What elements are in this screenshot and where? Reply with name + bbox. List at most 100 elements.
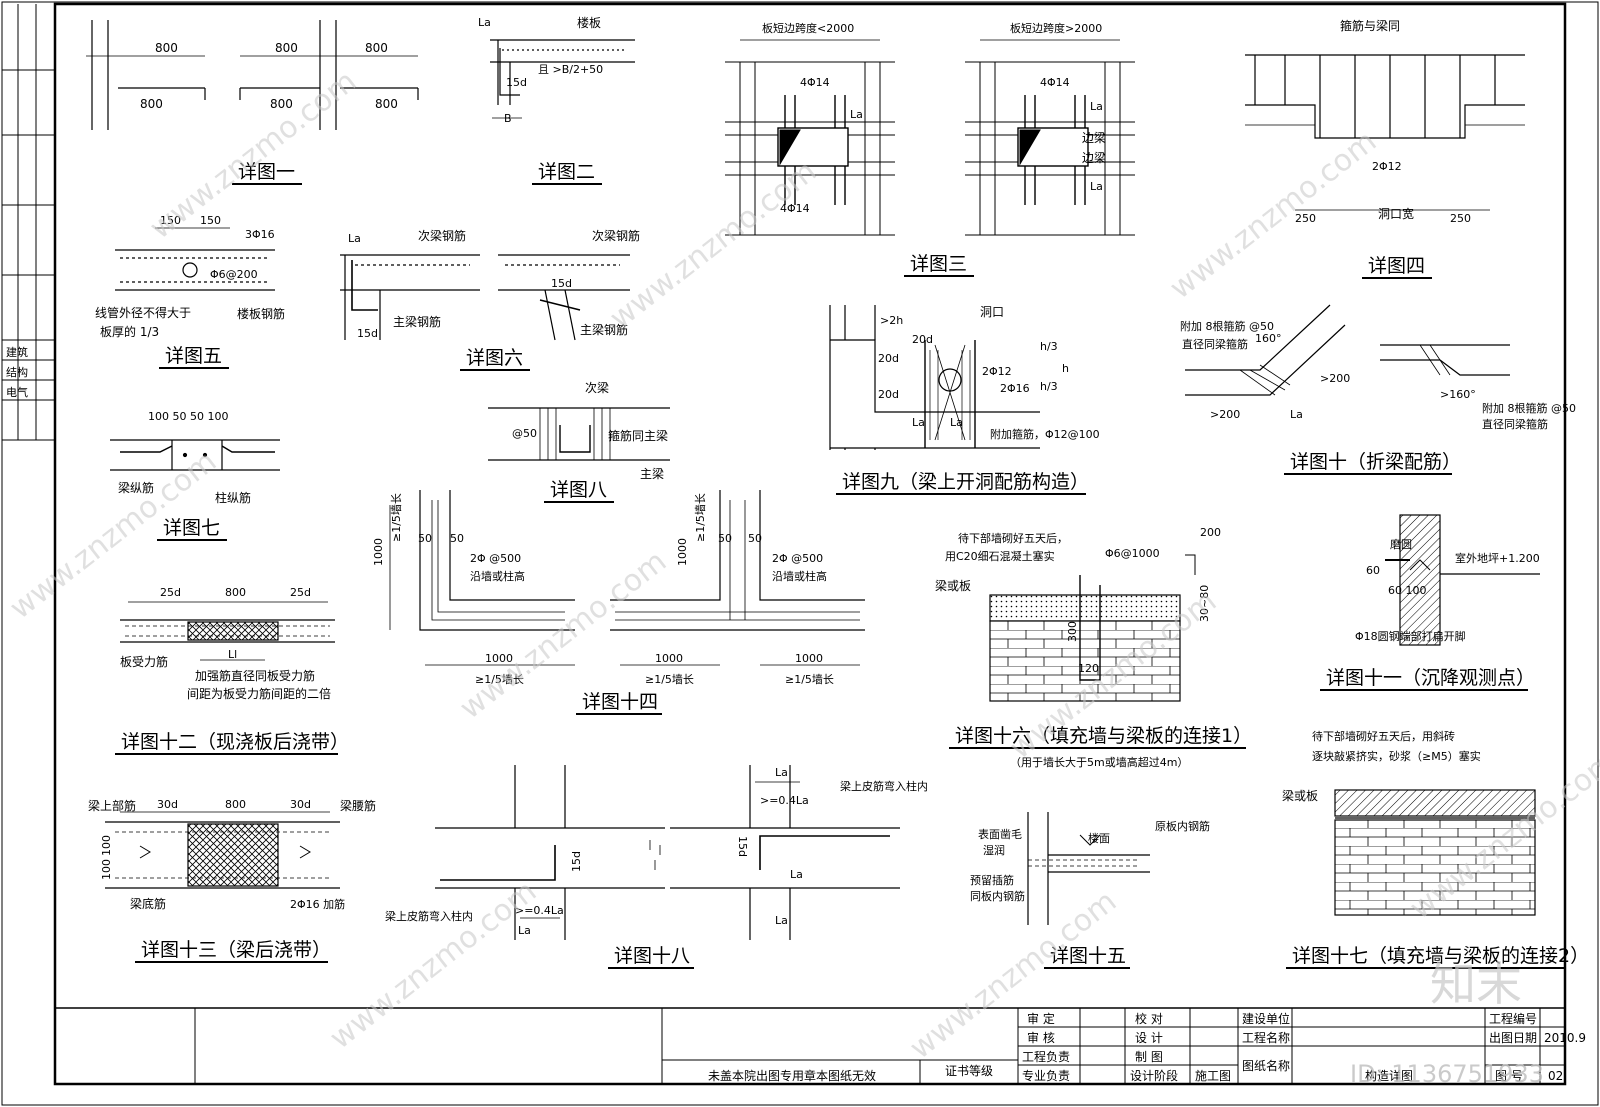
d10-160b: >160° (1440, 388, 1476, 401)
d1-dim-1: 800 (155, 41, 178, 55)
d17-slab: 梁或板 (1282, 788, 1318, 803)
d1-dim-3: 800 (275, 41, 298, 55)
detail-2-title: 详图二 (538, 161, 595, 183)
d14-1000d: 1000 (655, 652, 683, 665)
tb-c3-2: 图纸名称 (1242, 1058, 1290, 1073)
d12-note-1: 加强筋直径同板受力筋 (195, 668, 315, 683)
d17-note-1: 待下部墙砌好五天后，用斜砖 (1312, 729, 1455, 743)
tb-c2-0: 校 对 (1135, 1011, 1163, 1026)
d8-main: 主梁 (640, 466, 664, 481)
d10-same-2: 直径同梁箍筋 (1482, 417, 1548, 431)
d15-pre-2: 同板内钢筋 (970, 889, 1025, 903)
detail-5-drawing (115, 227, 275, 291)
d17-note-2: 逐块敲紧挤实，砂浆（≥M5）塞实 (1312, 749, 1481, 763)
detail-4-title: 详图四 (1368, 255, 1425, 277)
detail-9-title: 详图九（梁上开洞配筋构造） (842, 471, 1089, 493)
d9-20d-1: 20d (912, 333, 933, 346)
detail-10-title: 详图十（折梁配筋） (1290, 451, 1461, 473)
detail-7-drawing (110, 439, 280, 471)
detail-5-title: 详图五 (165, 345, 222, 367)
d1-dim-5: 800 (270, 97, 293, 111)
d14-50c: 50 (718, 532, 732, 545)
d9-h: h (1062, 362, 1069, 375)
d15-orig: 原板内钢筋 (1155, 819, 1210, 833)
d9-20d-3: 20d (878, 388, 899, 401)
d16-120: 120 (1078, 662, 1099, 675)
d14-50b: 50 (450, 532, 464, 545)
d1-dim-2: 800 (140, 97, 163, 111)
d13-top: 梁上部筋 (88, 798, 136, 813)
d5-3phi16: 3Φ16 (245, 228, 275, 241)
d6-main-1: 主梁钢筋 (393, 314, 441, 329)
tb-c4-1: 出图日期 (1489, 1031, 1537, 1045)
d16-3080: 30~80 (1198, 585, 1211, 622)
d18-top-2: 梁上皮筋弯入柱内 (385, 909, 473, 923)
watermark-url-8: www.znzmo.com (903, 884, 1123, 1066)
d11-grind: 磨圆 (1390, 538, 1412, 551)
d9-20d-2: 20d (878, 352, 899, 365)
d16-note-1: 待下部墙砌好五天后， (958, 531, 1068, 545)
detail-15-drawing (1027, 812, 1150, 925)
d16-200: 200 (1200, 526, 1221, 539)
tb-c2-1: 设 计 (1135, 1031, 1163, 1045)
d14-along-2: 沿墙或柱高 (772, 569, 827, 583)
detail-4-drawing (1245, 54, 1525, 211)
d1-dim-6: 800 (375, 97, 398, 111)
d4-250a: 250 (1295, 212, 1316, 225)
detail-6-title: 详图六 (466, 347, 523, 369)
d18-top-1: 梁上皮筋弯入柱内 (840, 779, 928, 793)
d3-edge-2: 边梁 (1082, 150, 1106, 165)
d10-same-1: 直径同梁箍筋 (1182, 337, 1248, 351)
detail-8-drawing (488, 407, 670, 461)
d15-rough-1: 表面凿毛 (978, 827, 1022, 841)
d13-100b: 100 (100, 859, 113, 880)
d1-dim-4: 800 (365, 41, 388, 55)
d6-sec-2: 次梁钢筋 (592, 228, 640, 243)
d14-1000a: 1000 (372, 538, 385, 566)
d3-bar-2: 4Φ14 (780, 202, 810, 215)
d18-15d-2: 15d (570, 851, 583, 872)
detail-11-title: 详图十一（沉降观测点） (1326, 667, 1535, 689)
d5-150a: 150 (160, 214, 181, 227)
detail-2-drawing (490, 39, 635, 119)
d3-la-1: La (850, 108, 863, 121)
d10-200a: >200 (1210, 408, 1240, 421)
d10-160a: 160° (1255, 332, 1282, 345)
tb-c1-0: 审 定 (1027, 1011, 1055, 1026)
d9-h3-a: h/3 (1040, 340, 1058, 353)
tb-c4-0: 工程编号 (1489, 1011, 1537, 1026)
d3-edge-1: 边梁 (1082, 130, 1106, 145)
d15-pre-1: 预留插筋 (970, 873, 1014, 887)
detail-18-title: 详图十八 (614, 945, 690, 967)
d5-slabbar: 楼板钢筋 (237, 306, 285, 321)
tb-c1-2: 工程负责 (1022, 1049, 1070, 1064)
tb-c4-2: 图 号 (1495, 1069, 1523, 1083)
d4-stirrup: 箍筋与梁同 (1340, 18, 1400, 33)
detail-14-drawing (389, 490, 865, 666)
d18-la-3: La (518, 924, 531, 937)
detail-13-drawing (105, 811, 340, 889)
d9-open: 洞口 (980, 305, 1004, 319)
tb-date: 2010.9 (1544, 1031, 1586, 1045)
strip-2: 结构 (6, 365, 28, 379)
detail-1-drawing (86, 20, 419, 130)
d6-15d-2: 15d (551, 277, 572, 290)
d15-floor: 楼面 (1088, 831, 1110, 845)
d3-span-2: 板短边跨度>2000 (1010, 21, 1102, 35)
detail-11-drawing (1385, 514, 1540, 646)
d18-la-1: La (775, 766, 788, 779)
d12-25d-a: 25d (160, 586, 181, 599)
tb-c3-1: 工程名称 (1242, 1030, 1290, 1045)
d18-04b: >=0.4La (515, 904, 564, 917)
d8-50: @50 (512, 427, 537, 440)
watermark-url-2: www.znzmo.com (603, 154, 823, 336)
d6-15d-1: 15d (357, 327, 378, 340)
watermark-url-3: www.znzmo.com (1163, 124, 1383, 306)
detail-12-drawing (120, 601, 335, 661)
d10-add-1: 附加 8根箍筋 @50 (1180, 319, 1274, 333)
d3-span-1: 板短边跨度<2000 (762, 21, 854, 35)
d8-stir: 箍筋同主梁 (608, 428, 668, 443)
watermark-logo: 知末 (1430, 957, 1522, 1011)
